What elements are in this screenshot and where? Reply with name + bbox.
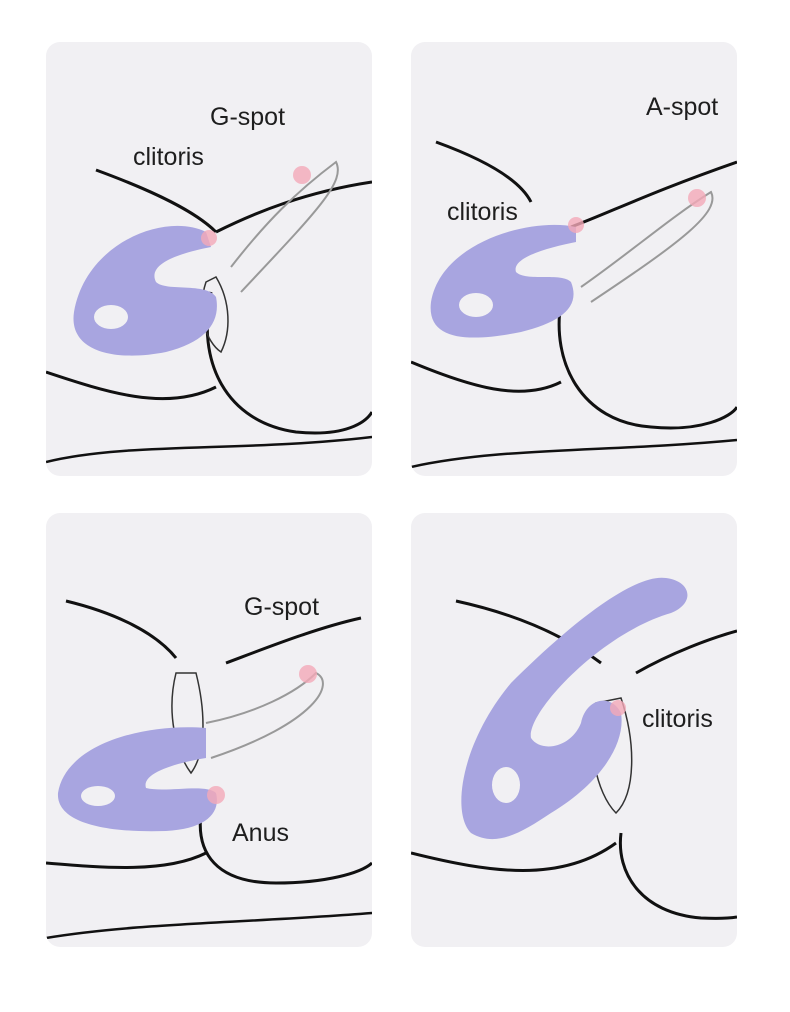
marker-dot bbox=[293, 166, 311, 184]
illustration bbox=[46, 160, 372, 464]
label-clitoris: clitoris bbox=[133, 143, 204, 171]
usage-panel-3: G-spot Anus bbox=[46, 513, 372, 947]
marker-dot bbox=[201, 230, 217, 246]
device bbox=[73, 225, 217, 356]
marker-dot bbox=[568, 217, 584, 233]
label-g-spot: G-spot bbox=[210, 103, 286, 131]
marker-dot bbox=[610, 700, 626, 716]
device bbox=[57, 727, 217, 832]
marker-dot bbox=[299, 665, 317, 683]
marker-dot bbox=[207, 786, 225, 804]
illustration bbox=[411, 577, 737, 920]
marker-dot bbox=[688, 189, 706, 207]
label-anus: Anus bbox=[232, 819, 289, 847]
device bbox=[461, 577, 688, 840]
label-a-spot: A-spot bbox=[646, 93, 719, 121]
usage-panel-4: clitoris bbox=[411, 513, 737, 947]
usage-panel-2: A-spot clitoris bbox=[411, 42, 737, 476]
usage-panel-1: G-spot clitoris bbox=[46, 42, 372, 476]
label-clitoris: clitoris bbox=[642, 705, 713, 733]
illustration bbox=[46, 599, 372, 940]
illustration bbox=[411, 140, 737, 469]
label-clitoris: clitoris bbox=[447, 198, 518, 226]
label-g-spot: G-spot bbox=[244, 593, 320, 621]
device bbox=[430, 224, 576, 338]
